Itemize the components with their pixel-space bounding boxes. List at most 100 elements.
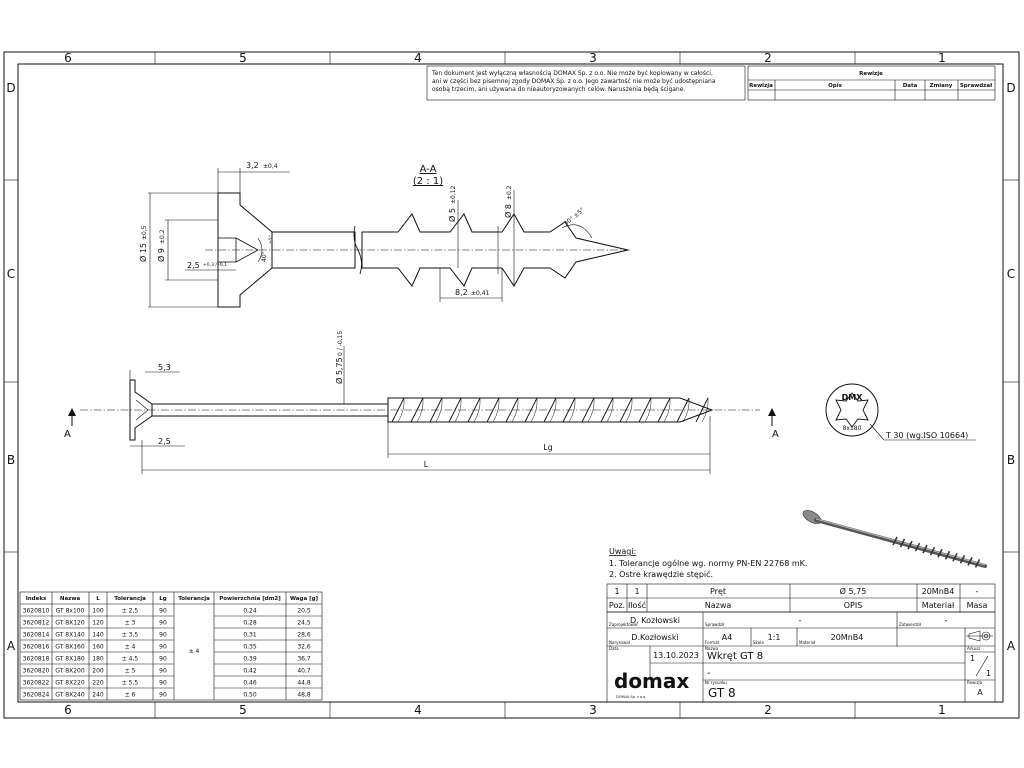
thread-line	[701, 397, 709, 423]
iso-thread-line	[937, 548, 943, 558]
row-label-right-a: A	[1007, 639, 1016, 653]
col-label-bottom-4: 4	[414, 703, 422, 717]
thread-line	[600, 397, 614, 423]
table-cell: 90	[159, 692, 167, 699]
idx-header-lg: Lg	[159, 596, 167, 602]
notes: Uwagi: 1. Tolerancje ogólne wg. normy PN…	[609, 547, 807, 579]
dim-head-thickness: 3,2	[246, 161, 259, 170]
tb-label-approved: Zatwierdził	[899, 622, 922, 627]
table-cell: 36,7	[297, 656, 311, 663]
thread-line	[524, 397, 538, 423]
thread-line	[505, 397, 519, 423]
parts-header-qty: Ilość	[628, 600, 646, 610]
tb-sheet-num: 1	[970, 654, 975, 663]
company-logo: domax	[614, 669, 689, 693]
revisions-table: Rewizje Rewizja Opis Data Zmiany Sprawdz…	[747, 65, 996, 101]
table-cell: 90	[159, 680, 167, 687]
tb-subname: -	[707, 668, 711, 679]
dim-d8-tol: ±0,2	[506, 185, 513, 200]
table-cell: ± 4,5	[122, 656, 139, 663]
table-cell: 0,46	[243, 680, 257, 687]
tb-material: 20MnB4	[831, 633, 864, 642]
iso-thread-line	[974, 559, 981, 568]
thread-line	[568, 397, 576, 423]
idx-header-index: Indeks	[26, 596, 47, 602]
col-label-bottom-1: 1	[938, 703, 946, 717]
idx-header-weight: Waga [g]	[290, 596, 319, 602]
table-cell: 200	[92, 668, 104, 675]
thread-line	[454, 397, 462, 423]
iso-thread-line	[922, 544, 928, 554]
thread-line	[663, 397, 671, 423]
table-cell: 44,8	[297, 680, 311, 687]
table-cell: ± 2,5	[122, 608, 139, 615]
table-cell: ± 3,5	[122, 632, 139, 639]
side-view: A A 5,3 2,5 Ø 5,75 0 / -0,15 Lg L	[64, 331, 779, 474]
parts-header-name: Nazwa	[705, 601, 732, 610]
table-cell: 90	[159, 608, 167, 615]
thread-line	[549, 397, 557, 423]
dim-tip-angle: 30° ±5°	[563, 206, 586, 227]
sheet-frame: 6 5 4 3 2 1 6 5 4 3 2 1 D C B A D C B A	[3, 51, 1020, 719]
thread-line	[695, 397, 709, 423]
tb-approver: -	[945, 616, 948, 625]
table-cell: 0,42	[243, 668, 257, 675]
thread-line	[619, 397, 633, 423]
table-cell: 90	[159, 644, 167, 651]
iso-thread-line	[899, 538, 906, 548]
table-cell: GT 8X240	[55, 692, 85, 699]
projection-symbol-icon	[966, 630, 993, 642]
dim-head-height: 2,5	[158, 437, 171, 446]
dim-shank-diameter: Ø 5,75	[334, 357, 344, 384]
thread-line	[473, 397, 481, 423]
tb-designer: D. Kozłowski	[630, 616, 680, 625]
dim-d9-tol: ±0,2	[159, 229, 166, 244]
row-label-right-c: C	[1007, 267, 1015, 281]
part-qty: 1	[634, 587, 639, 596]
dim-recess-depth: 2,5	[187, 261, 200, 270]
section-marker-left: A	[64, 429, 71, 440]
table-cell: GT 8x100	[56, 608, 85, 615]
row-label-right-b: B	[1007, 453, 1015, 467]
table-cell: 90	[159, 620, 167, 627]
table-cell: 3620816	[23, 644, 50, 651]
parts-header-desc: OPIS	[844, 601, 863, 610]
table-cell: GT 8X180	[55, 656, 85, 663]
dim-angle: 40°	[261, 251, 268, 262]
table-cell: 3620810	[23, 608, 50, 615]
row-label-left-d: D	[6, 81, 15, 95]
table-cell: 3620814	[23, 632, 50, 639]
table-cell: ± 4	[125, 644, 136, 651]
table-cell: 0,39	[243, 656, 257, 663]
table-cell: GT 8X220	[55, 680, 85, 687]
section-view-a-a: A-A (2 : 1) 3,2 ±0,4 Ø 15 ±0,5 Ø 9 ±0,2 …	[138, 161, 630, 308]
thread-line	[410, 397, 424, 423]
thread-line	[492, 397, 500, 423]
thread-line	[435, 397, 443, 423]
table-cell: 24,5	[297, 620, 311, 627]
col-label-top-2: 2	[764, 51, 772, 65]
col-label-top-3: 3	[589, 51, 597, 65]
tb-sheet-den: 1	[986, 669, 991, 678]
table-cell: 40,7	[297, 668, 311, 675]
iso-thread-line	[892, 536, 898, 546]
row-label-right-d: D	[1006, 81, 1015, 95]
col-label-top-4: 4	[414, 51, 422, 65]
col-label-top-5: 5	[239, 51, 247, 65]
thread-line	[543, 397, 557, 423]
section-marker-right: A	[772, 429, 779, 440]
part-name: Pręt	[710, 587, 726, 596]
table-cell: 100	[92, 608, 104, 615]
table-cell: 32,6	[297, 644, 311, 651]
drive-size-marking: 8x180	[843, 425, 862, 432]
thread-line	[606, 397, 614, 423]
table-cell: 3620820	[23, 668, 50, 675]
iso-thread-line	[959, 555, 966, 564]
dim-d15: Ø 15	[138, 243, 148, 262]
tb-checker: -	[799, 616, 802, 625]
dim-angle-tol: ±5°	[268, 235, 274, 244]
notice-line-2: ani w części bez pisemnej zgody DOMAX Sp…	[432, 78, 716, 85]
iso-thread-line	[944, 550, 951, 560]
tb-drawer: D.Kozłowski	[631, 633, 678, 642]
